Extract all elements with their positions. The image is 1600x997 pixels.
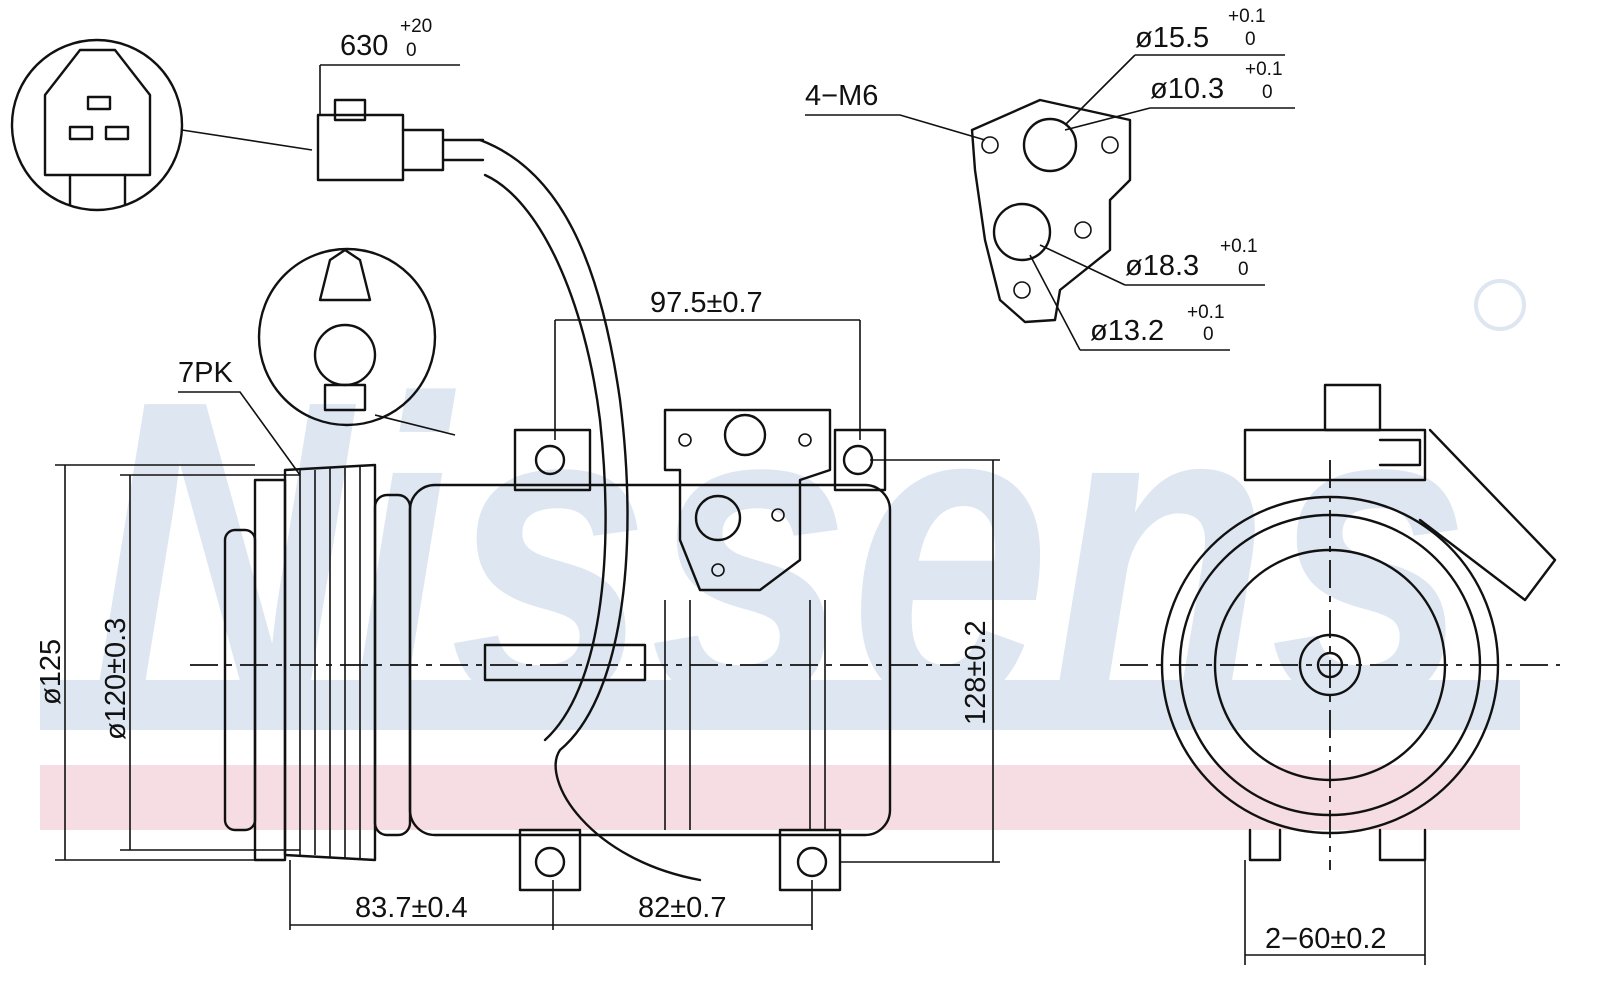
svg-text:+0.1: +0.1	[1220, 236, 1258, 257]
svg-text:0: 0	[1203, 324, 1214, 345]
svg-text:+0.1: +0.1	[1245, 59, 1283, 80]
svg-text:ø13.2: ø13.2	[1090, 315, 1164, 347]
svg-text:ø15.5: ø15.5	[1135, 22, 1209, 54]
svg-text:0: 0	[1245, 29, 1256, 50]
svg-text:Nissens: Nissens	[90, 312, 1470, 792]
svg-text:+0.1: +0.1	[1187, 302, 1225, 323]
svg-text:4−M6: 4−M6	[805, 80, 878, 112]
svg-text:7PK: 7PK	[178, 357, 233, 389]
svg-text:+20: +20	[400, 16, 432, 37]
svg-text:97.5±0.7: 97.5±0.7	[650, 287, 763, 319]
pulley	[223, 463, 412, 862]
svg-text:0: 0	[406, 40, 417, 61]
svg-text:ø18.3: ø18.3	[1125, 250, 1199, 282]
svg-text:0: 0	[1238, 259, 1249, 280]
svg-text:83.7±0.4: 83.7±0.4	[355, 892, 468, 924]
svg-text:ø10.3: ø10.3	[1150, 73, 1224, 105]
svg-text:82±0.7: 82±0.7	[638, 892, 727, 924]
svg-text:+0.1: +0.1	[1228, 6, 1266, 27]
sensor-inset	[257, 247, 456, 436]
port-flange	[970, 98, 1132, 324]
electrical-connector	[316, 98, 702, 882]
svg-text:ø120±0.3: ø120±0.3	[100, 618, 132, 740]
registered-mark	[1474, 279, 1526, 331]
svg-text:128±0.2: 128±0.2	[960, 620, 992, 725]
svg-text:ø125: ø125	[35, 639, 67, 705]
svg-text:630: 630	[340, 30, 388, 62]
compressor-body	[408, 408, 892, 892]
svg-text:0: 0	[1262, 82, 1273, 103]
nissens-watermark: Nissens	[40, 279, 1526, 830]
svg-text:2−60±0.2: 2−60±0.2	[1265, 923, 1387, 955]
connector-inset	[10, 38, 313, 212]
